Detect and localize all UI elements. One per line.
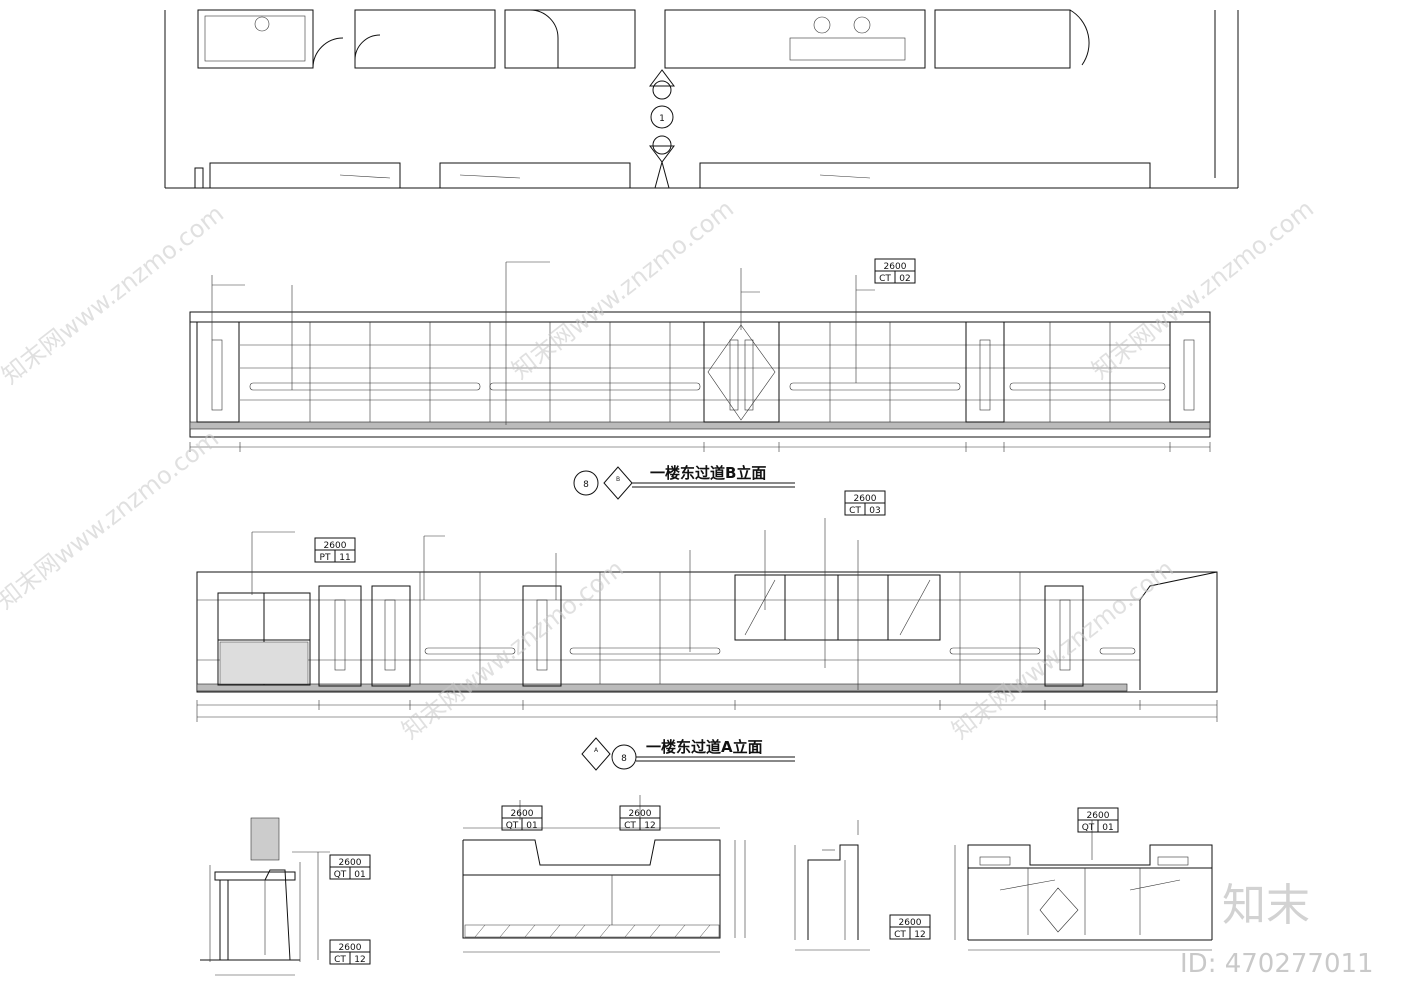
floor-plan: 1 [164,9,1239,189]
detail-section-left: 2600 QT 01 2600 CT 12 [200,817,371,976]
elevation-b-title: 一楼东过道B立面 [650,464,766,482]
elevation-b-marker: 8 [583,480,589,490]
tag-qt01-c-type: QT [1082,823,1095,833]
tag-pt11-num: 11 [339,553,350,563]
watermark-text-3: 知末网www.znzmo.com [1086,194,1319,384]
watermark-id: ID: 470277011 [1180,949,1374,979]
tag-qt01-a-code: 2600 [339,858,362,868]
elevation-b-marker-sub: B [616,476,620,483]
tag-ct12-b-type: CT [624,821,636,831]
watermark-text-1: 知末网www.znzmo.com [0,199,229,389]
tag-pt11-code: 2600 [324,541,347,551]
elevation-a: 2600 PT 11 2600 CT 03 A 8 一楼东过道A立面 [196,490,1218,771]
tag-ct03-code: 2600 [854,494,877,504]
tag-ct03-type: CT [849,506,861,516]
elevation-b: 2600 CT 02 8 B 一楼东过道B立面 [189,258,1211,500]
tag-pt11-type: PT [320,553,331,563]
elevation-a-title: 一楼东过道A立面 [646,738,763,756]
watermark-brand: 知末 [1222,880,1310,931]
plan-marker-number: 1 [659,114,665,124]
tag-ct12-c-code: 2600 [899,918,922,928]
tag-qt01-b-num: 01 [526,821,537,831]
tag-ct12-a-code: 2600 [339,943,362,953]
tag-qt01-a-type: QT [334,870,347,880]
tag-qt01-c-code: 2600 [1087,811,1110,821]
tag-ct02-num: 02 [899,274,910,284]
tag-ct12-a-type: CT [334,955,346,965]
watermark-text-5: 知末网www.znzmo.com [396,554,629,744]
tag-ct03-num: 03 [869,506,880,516]
tag-ct12-c-type: CT [894,930,906,940]
detail-counter-back: 2600 QT 01 [954,807,1213,951]
tag-ct02-type: CT [879,274,891,284]
tag-qt01-a-num: 01 [354,870,365,880]
watermark-text-6: 知末网www.znzmo.com [946,554,1179,744]
tag-ct12-b-num: 12 [644,821,655,831]
watermark-text-4: 知末网www.znzmo.com [0,424,224,614]
tag-qt01-c-num: 01 [1102,823,1113,833]
tag-ct02-code: 2600 [884,262,907,272]
tag-qt01-b-type: QT [506,821,519,831]
tag-qt01-b-code: 2600 [511,809,534,819]
tag-ct12-b-code: 2600 [629,809,652,819]
tag-ct12-a-num: 12 [354,955,365,965]
detail-counter-side: 2600 CT 12 [794,820,931,951]
elevation-a-marker: 8 [621,754,627,764]
detail-counter-front: 2600 QT 01 2600 CT 12 [462,795,746,953]
tag-ct12-c-num: 12 [914,930,925,940]
elevation-a-marker-sub: A [594,747,599,754]
